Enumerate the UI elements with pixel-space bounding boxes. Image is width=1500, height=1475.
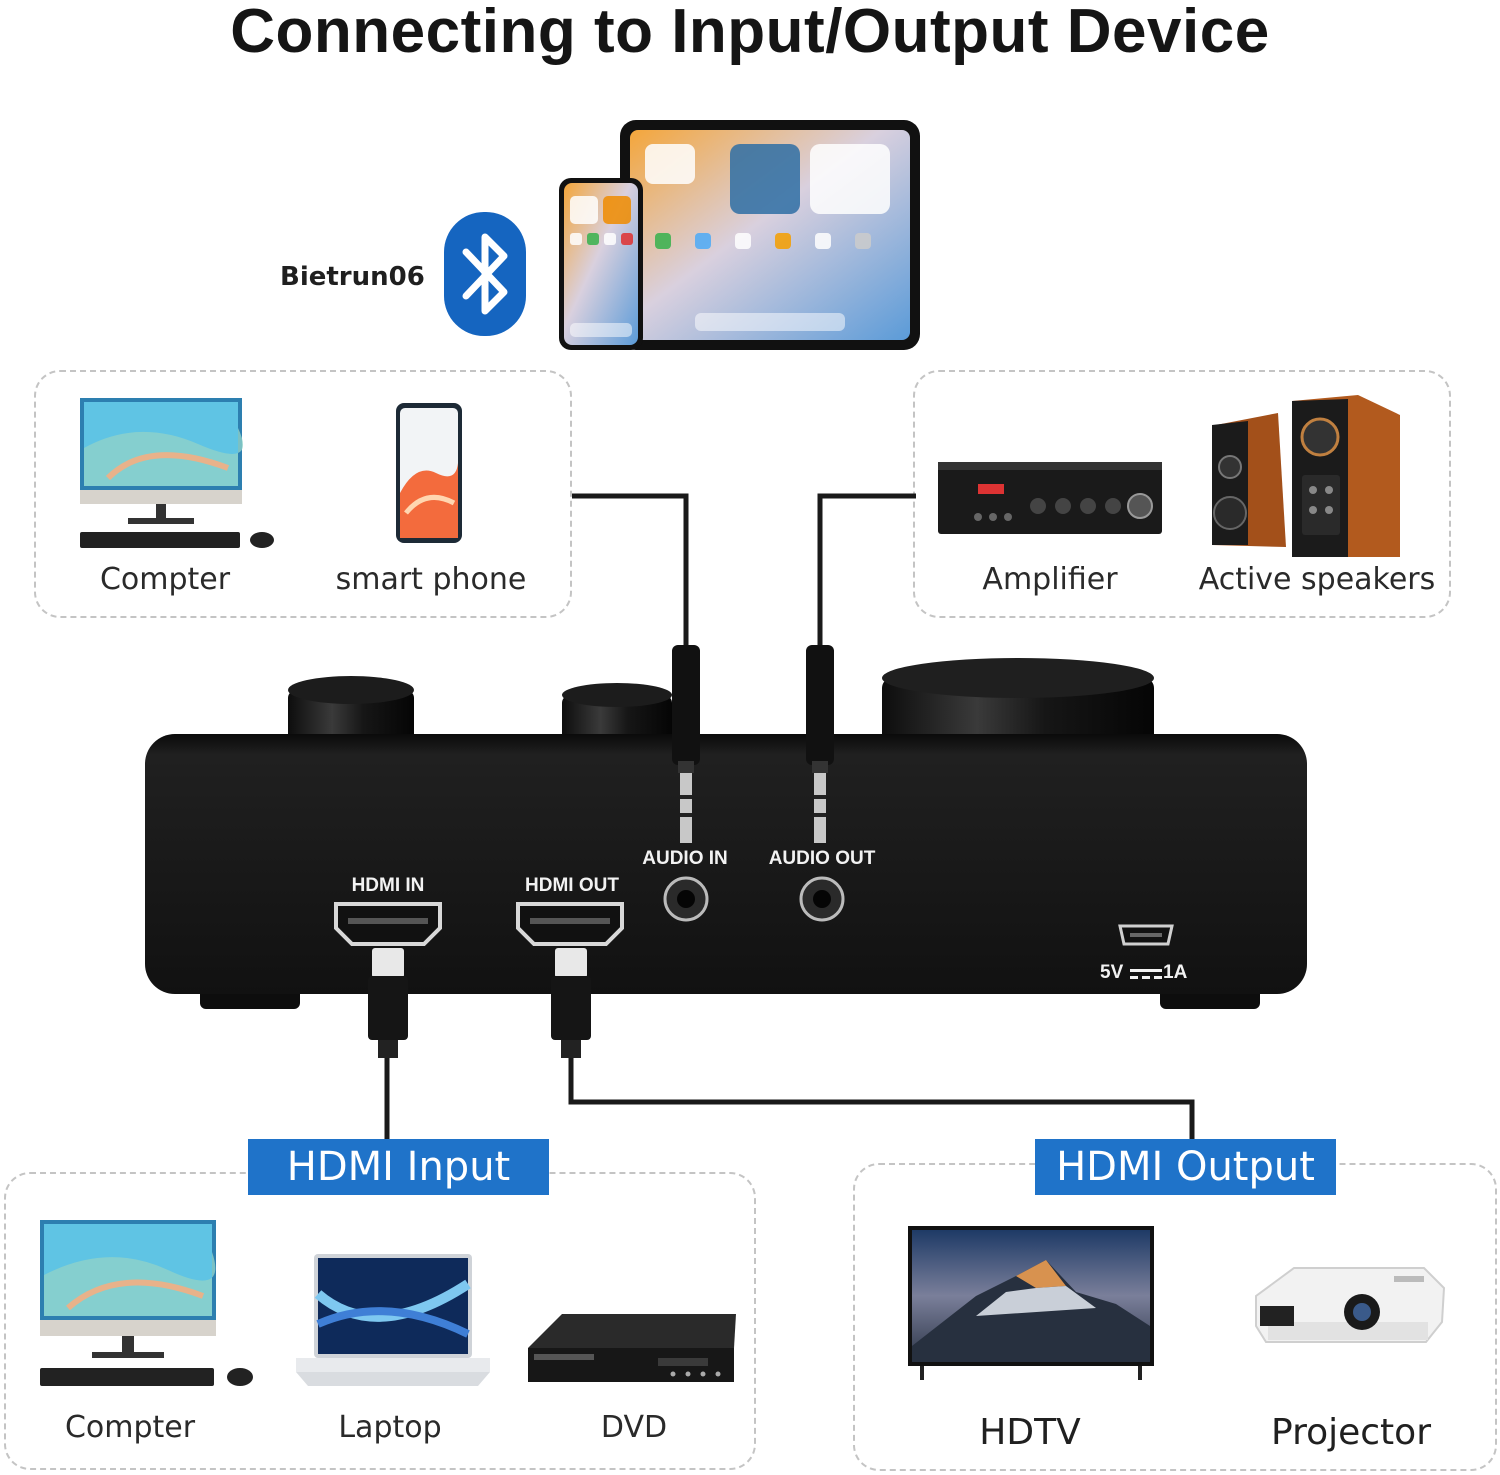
audio-in-jack-icon [663, 876, 709, 922]
micro-usb-power-port-icon [1118, 924, 1174, 946]
projector-icon [1255, 1267, 1446, 1343]
speakers-icon [1212, 395, 1400, 557]
dvd-player-icon [528, 1314, 736, 1382]
bluetooth-device-name: Bietrun06 [280, 262, 425, 292]
audio-input-devices-box [34, 370, 572, 618]
audio-out-port-label: AUDIO OUT [768, 848, 876, 869]
hdmi-in-port-label: HDMI IN [351, 875, 425, 896]
device-label: DVD [600, 1410, 668, 1445]
audio-in-port-label: AUDIO IN [642, 848, 728, 869]
amplifier-icon [938, 462, 1162, 534]
audio-out-plug-icon [806, 645, 834, 843]
hdmi-input-cable-plug-icon [368, 948, 408, 1058]
hdmi-in-port-icon [334, 902, 442, 946]
hdmi-output-banner: HDMI Output [1035, 1139, 1336, 1195]
power-current-label: 1A [1163, 962, 1188, 983]
hdmi-out-port-label: HDMI OUT [525, 875, 619, 896]
dc-symbol-icon [1130, 969, 1162, 979]
device-label: smart phone [335, 562, 527, 597]
hdmi-output-cable-plug-icon [551, 948, 591, 1058]
desktop-computer-icon [80, 398, 274, 548]
desktop-computer-icon [40, 1220, 253, 1386]
device-label: Active speakers [1198, 562, 1436, 597]
hdmi-input-banner: HDMI Input [248, 1139, 549, 1195]
device-label: Compter [99, 562, 231, 597]
tablet-and-phone-icon [559, 120, 920, 350]
device-label: Amplifier [982, 562, 1118, 597]
device-label: HDTV [979, 1412, 1081, 1453]
audio-in-plug-icon [672, 645, 700, 843]
device-label: Compter [64, 1410, 196, 1445]
laptop-icon [296, 1254, 490, 1386]
hdmi-out-port-icon [516, 902, 624, 946]
smartphone-icon [396, 403, 462, 543]
page-title: Connecting to Input/Output Device [230, 0, 1270, 66]
bluetooth-icon [444, 212, 526, 336]
power-voltage-label: 5V [1100, 962, 1124, 983]
audio-out-jack-icon [799, 876, 845, 922]
device-label: Laptop [338, 1410, 442, 1445]
tv-icon [908, 1226, 1154, 1380]
device-label: Projector [1271, 1412, 1431, 1453]
